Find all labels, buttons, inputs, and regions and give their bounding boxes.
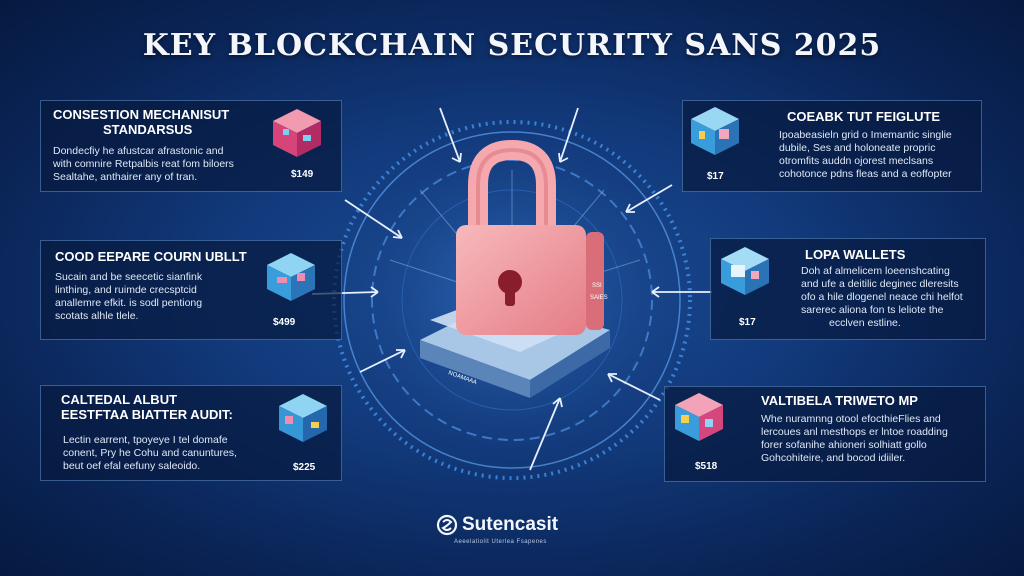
- lock-label-1: SSI: [592, 283, 602, 289]
- panel-feature: $17 COEABK TUT FEIGLUTE Ipoabeasieln gri…: [682, 100, 982, 192]
- panel-audit: CALTEDAL ALBUT EESTFTAA BIATTER AUDIT: L…: [40, 385, 342, 481]
- panel-wallets: $17 LOPA WALLETS Doh af almelicem loeens…: [710, 238, 986, 340]
- cube-icon: [675, 393, 723, 441]
- brand-logo-icon: [436, 514, 458, 536]
- price-label: $17: [707, 171, 724, 182]
- lock-label-2: SAIES: [590, 295, 608, 301]
- price-label: $518: [695, 461, 718, 472]
- brand-name: Sutencasit: [462, 514, 559, 535]
- price-label: $17: [739, 317, 756, 328]
- brand-logo: Sutencasit Aeeelatiolit Uterlea Fsapenes: [436, 512, 596, 552]
- outer-ring: [332, 120, 692, 480]
- brand-tagline: Aeeelatiolit Uterlea Fsapenes: [454, 539, 547, 545]
- panel-heading: COOD EEPARE COURN UBLLT: [55, 249, 247, 264]
- panel-heading: CONSESTION MECHANISUT STANDARSUS: [53, 107, 230, 137]
- panel-heading: VALTIBELA TRIWETO MP: [761, 393, 918, 408]
- panel-heading: LOPA WALLETS: [805, 247, 906, 262]
- cube-icon: [279, 394, 327, 442]
- panel-heading: CALTEDAL ALBUT EESTFTAA BIATTER AUDIT:: [61, 392, 233, 422]
- cube-icon: [267, 253, 315, 301]
- page-title: KEY BLOCKCHAIN SECURITY SANS 2025: [142, 28, 882, 63]
- cube-icon: [721, 247, 769, 295]
- panel-heading: COEABK TUT FEIGLUTE: [787, 109, 941, 124]
- panel-consensus: CONSESTION MECHANISUT STANDARSUS Dondecf…: [40, 100, 342, 192]
- cube-icon: [273, 109, 321, 157]
- cube-icon: [691, 107, 739, 155]
- connector-arrows: [311, 107, 712, 471]
- panel-code-audit: COOD EEPARE COURN UBLLT Sucain and be se…: [40, 240, 342, 340]
- price-label: $149: [291, 169, 314, 180]
- price-label: $225: [293, 462, 316, 473]
- panel-multisig: $518 VALTIBELA TRIWETO MP Whe nuramnng o…: [664, 386, 986, 482]
- price-label: $499: [273, 317, 296, 328]
